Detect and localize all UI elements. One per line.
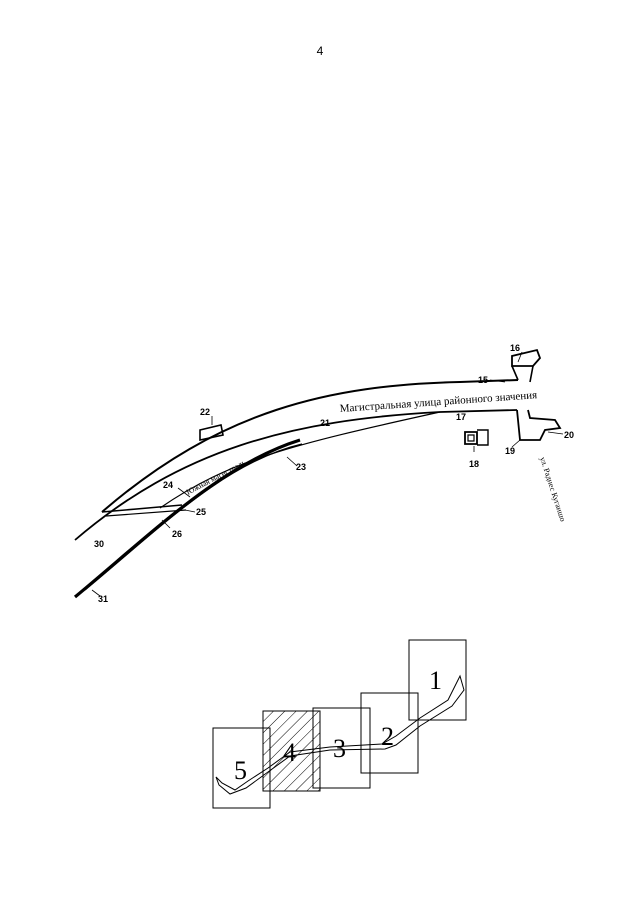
rail-track-offset [84,443,303,591]
sheet-5-label: 5 [234,756,247,785]
sheet-frame-5 [212,727,271,809]
callout-24: 24 [163,480,173,490]
callout-21: 21 [320,418,330,428]
sheet-2-label: 2 [381,722,394,751]
cross-lower [516,409,562,441]
rail-track [73,438,301,599]
callout-25: 25 [196,507,206,517]
callout-19: 19 [505,446,515,456]
callout-23: 23 [296,462,306,472]
sheet-frame-2 [360,692,419,774]
sheet-4-label: 4 [283,738,296,767]
road-corridor [73,348,564,599]
callout-18: 18 [469,459,479,469]
sheet-3-label: 3 [333,734,346,763]
sheet-frame-1 [408,639,467,721]
road-lower-edge [74,409,518,541]
sheet-frame-4 [262,710,321,792]
branch-24b [105,509,187,517]
cross-street [511,348,542,367]
cross-vertical [511,365,534,383]
sheet-1-label: 1 [429,666,442,695]
callout-22: 22 [200,407,210,417]
building-22 [199,424,224,441]
callout-31: 31 [98,594,108,604]
object-18-frame [477,429,489,446]
callout-15: 15 [478,375,488,385]
callout-16: 16 [510,343,520,353]
object-17-inner [467,434,475,442]
callout-17: 17 [456,412,466,422]
callout-20: 20 [564,430,574,440]
leader-lines [91,351,564,597]
callout-26: 26 [172,529,182,539]
road-upper-edge [101,379,519,513]
page-number: 4 [316,44,324,58]
route-line [215,674,465,795]
callout-30: 30 [94,539,104,549]
branch-24 [101,504,183,513]
object-17 [464,431,478,445]
